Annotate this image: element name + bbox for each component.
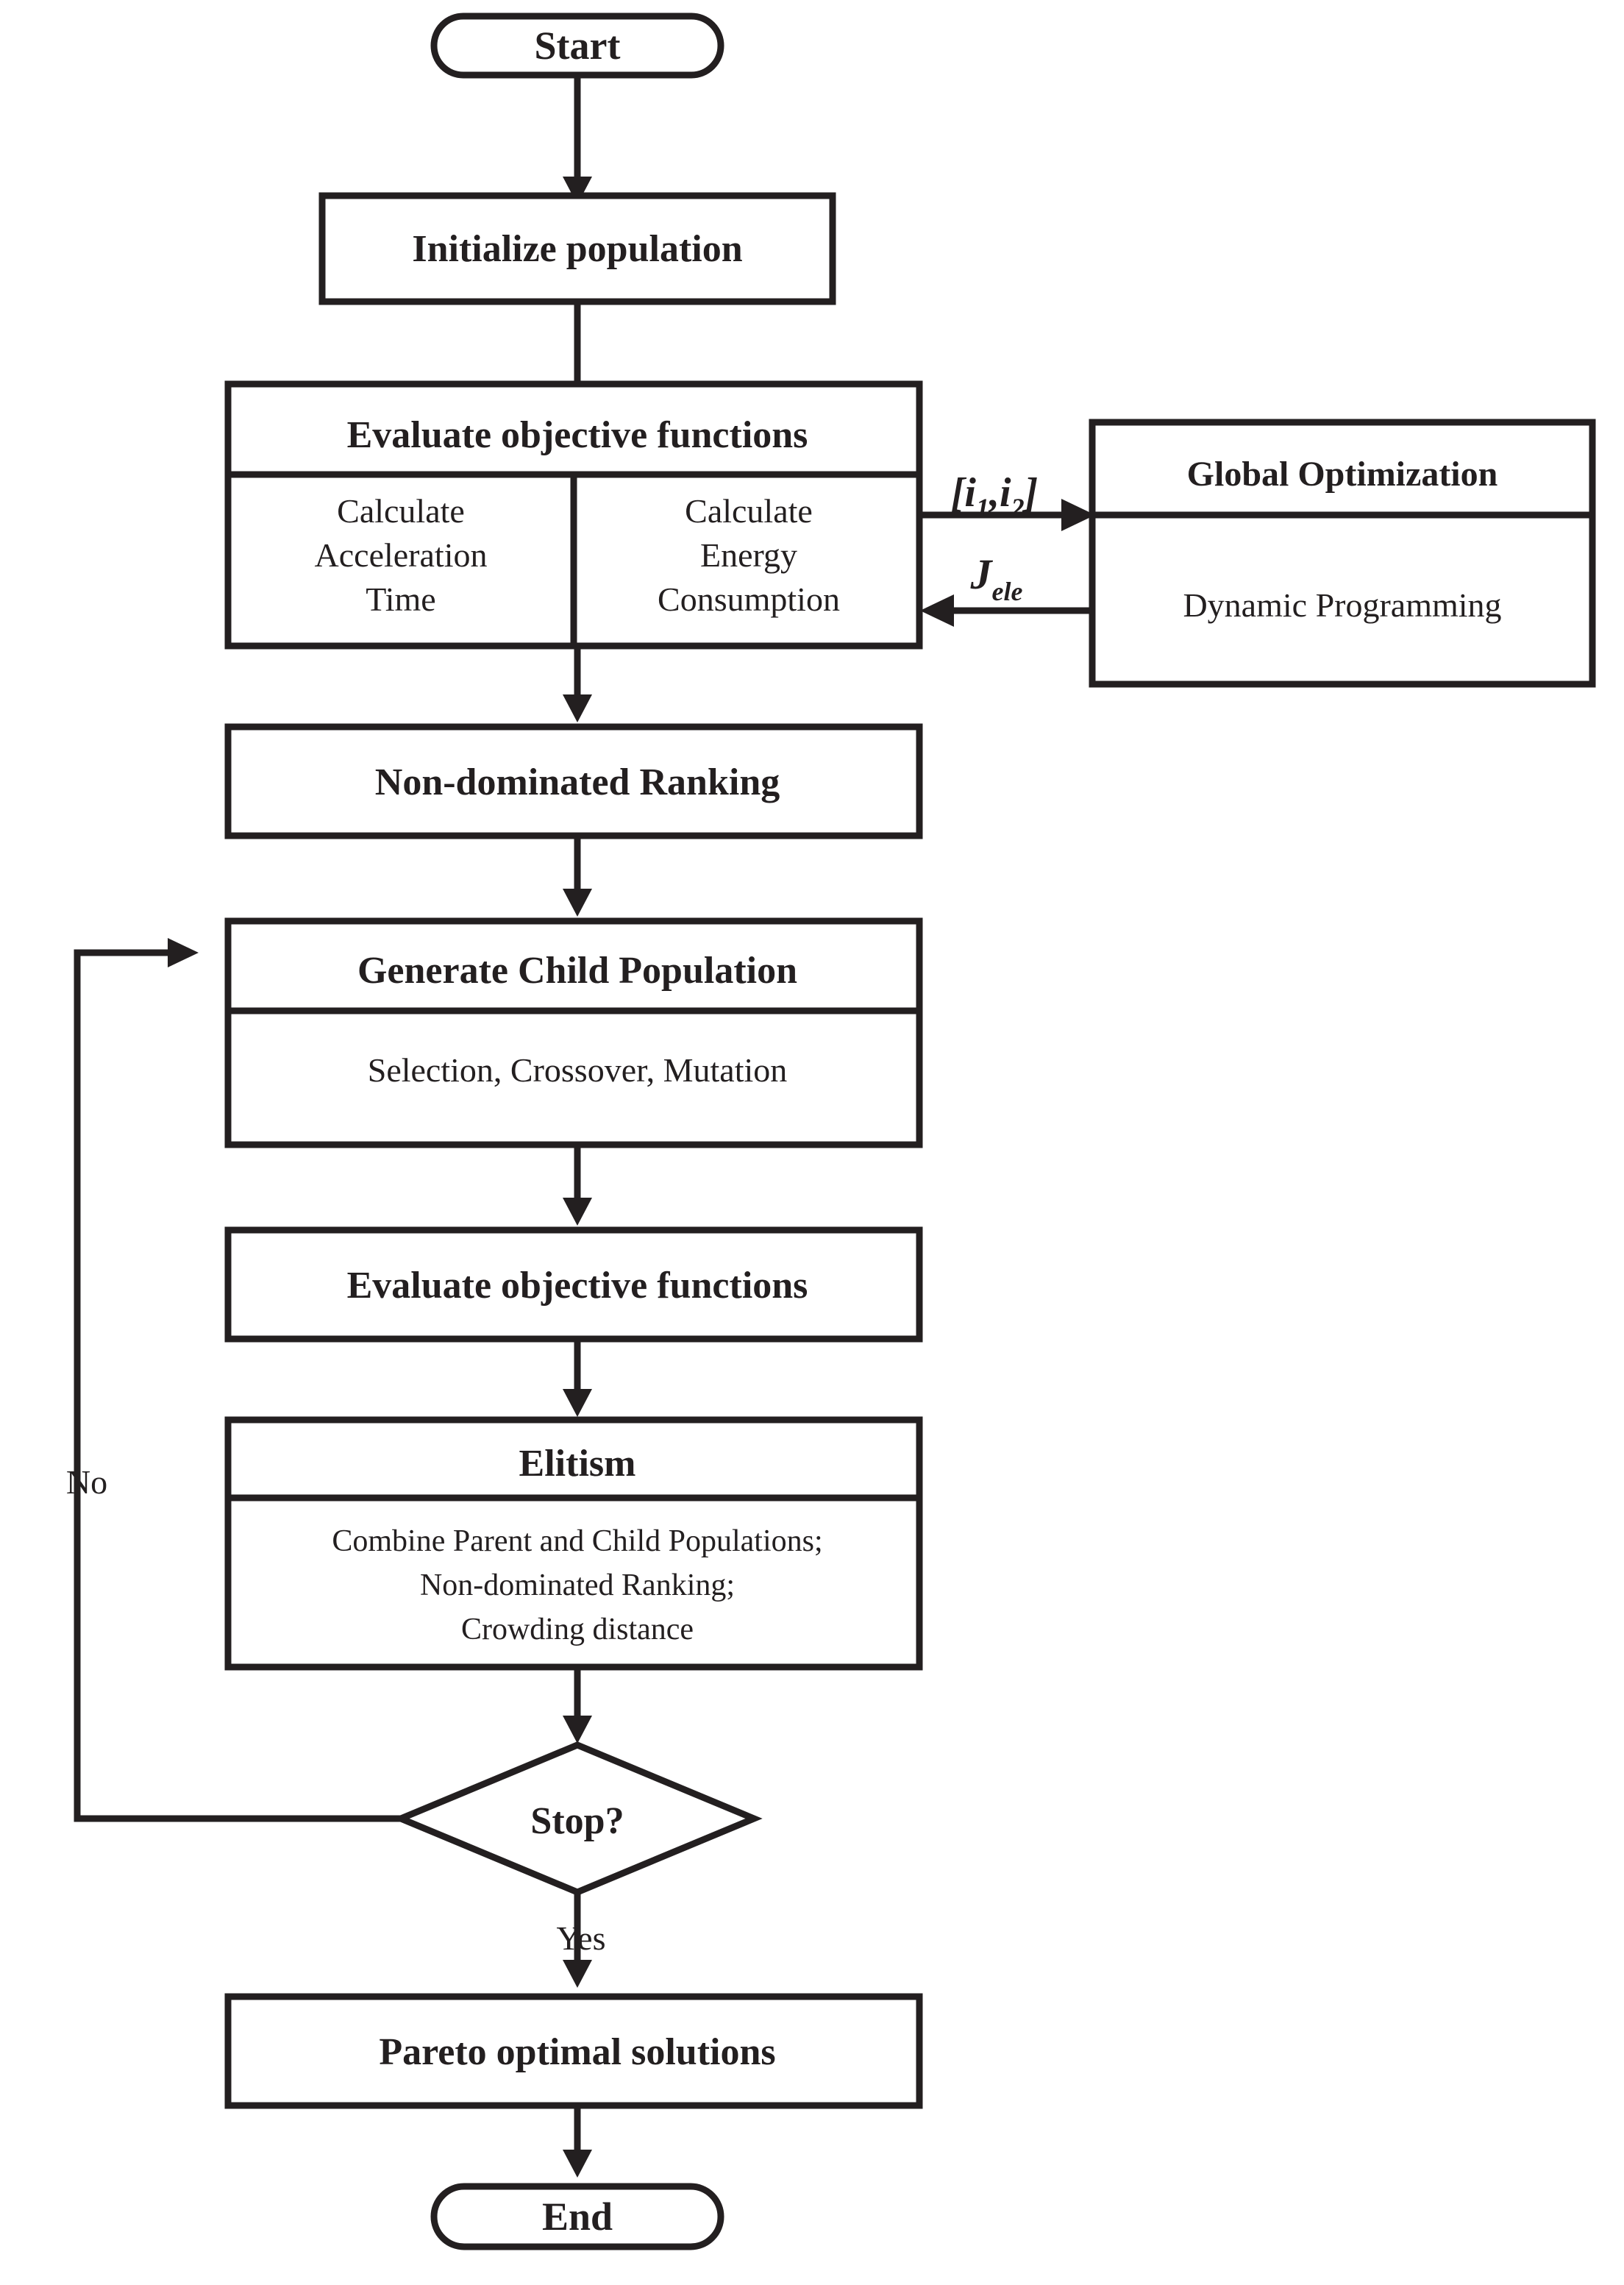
node-global-optimization[interactable]: Global Optimization Dynamic Programming [1089,419,1596,688]
connector-evaluate-to-ranking [563,646,592,722]
node-evaluate-objective-functions-2[interactable]: Evaluate objective functions [224,1226,923,1343]
edge-label-i-sub-1: 1 [976,493,989,522]
connector-globalopt-to-evaluate [920,594,1092,627]
node-non-dominated-ranking[interactable]: Non-dominated Ranking [224,723,923,839]
node-global-optimization-header: Global Optimization [1187,455,1498,494]
node-start[interactable]: Start [430,13,724,79]
node-evaluate-2-label: Evaluate objective functions [347,1265,808,1307]
edge-label-i-comma: ,i [988,470,1011,516]
edge-label-i-bracket-close: ] [1022,470,1039,516]
node-elitism-body-line-2: Non-dominated Ranking; [420,1568,735,1602]
evaluate-1-left-line-1: Calculate [337,492,465,530]
svg-text:[i1,i2]: [i1,i2] [951,470,1038,522]
connector-ranking-to-childpop [563,836,592,917]
connector-start-to-initialize [563,75,592,205]
connector-evaluate-to-globalopt [919,499,1095,531]
node-evaluate-1-right-cell: Calculate Energy Consumption [658,492,840,618]
node-generate-child-population-header: Generate Child Population [357,950,797,992]
evaluate-1-left-line-3: Time [366,580,435,618]
evaluate-1-right-line-3: Consumption [658,580,840,618]
node-elitism-body-line-3: Crowding distance [461,1613,694,1646]
connector-stop-no-loop [74,938,401,1822]
node-elitism[interactable]: Elitism Combine Parent and Child Populat… [224,1416,923,1671]
node-stop-decision[interactable]: Stop? [392,1741,763,1896]
edge-label-no: No [66,1463,107,1501]
evaluate-1-left-line-2: Acceleration [315,536,488,574]
node-generate-child-population[interactable]: Generate Child Population Selection, Cro… [224,917,923,1148]
svg-text:Jele: Jele [970,550,1023,606]
node-stop-decision-label: Stop? [530,1800,624,1842]
edge-label-j: J [970,550,994,598]
node-initialize-population[interactable]: Initialize population [318,192,836,305]
edge-label-current-vector: [i1,i2] [951,470,1038,522]
node-evaluate-1-header: Evaluate objective functions [347,414,808,456]
connector-evaluate2-to-elitism [563,1339,592,1417]
edge-label-energy-cost: Jele [970,550,1023,606]
connector-pareto-to-end [563,2105,592,2178]
connector-stop-yes-to-pareto [563,1894,592,1988]
node-pareto-optimal-solutions-label: Pareto optimal solutions [379,2031,775,2073]
node-start-label: Start [535,24,621,68]
node-evaluate-1-left-cell: Calculate Acceleration Time [315,492,488,618]
node-non-dominated-ranking-label: Non-dominated Ranking [375,761,780,803]
node-generate-child-population-body: Selection, Crossover, Mutation [368,1051,788,1089]
edge-label-i-sub-2: 2 [1011,493,1025,522]
node-elitism-body-line-1: Combine Parent and Child Populations; [332,1524,822,1558]
node-initialize-population-label: Initialize population [412,228,742,270]
node-global-optimization-body: Dynamic Programming [1183,586,1501,624]
node-end[interactable]: End [430,2183,724,2250]
connector-childpop-to-evaluate2 [563,1145,592,1226]
evaluate-1-right-line-1: Calculate [685,492,813,530]
edge-label-i-bracket-open: [i [951,470,977,516]
node-elitism-header: Elitism [519,1443,636,1485]
node-evaluate-objective-functions-1[interactable]: Evaluate objective functions Calculate A… [224,380,923,650]
edge-label-j-sub-ele: ele [992,577,1023,606]
evaluate-1-right-line-2: Energy [700,536,797,574]
node-pareto-optimal-solutions[interactable]: Pareto optimal solutions [224,1993,923,2109]
node-end-label: End [542,2195,613,2239]
edge-label-yes: Yes [557,1919,606,1957]
connector-elitism-to-stop [563,1667,592,1744]
